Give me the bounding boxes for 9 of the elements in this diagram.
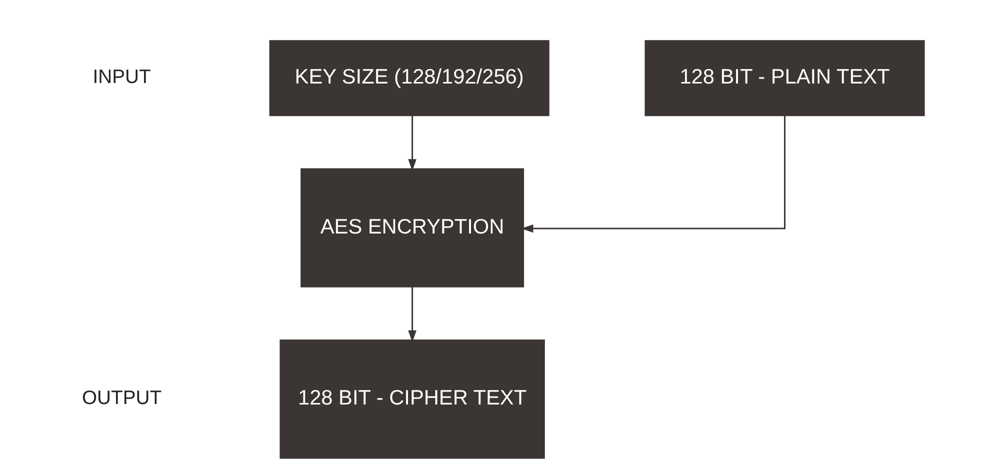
- node-box: 128 BIT - CIPHER TEXT: [280, 340, 545, 459]
- label: INPUT: [92, 66, 151, 88]
- arrow: [408, 115, 416, 172]
- node-box: KEY SIZE (128/192/256): [269, 40, 550, 116]
- node-box: AES ENCRYPTION: [300, 168, 524, 288]
- label: OUTPUT: [82, 387, 162, 410]
- node-box: 128 BIT - PLAIN TEXT: [644, 40, 925, 116]
- arrow: [408, 286, 416, 342]
- arrow: [521, 116, 786, 233]
